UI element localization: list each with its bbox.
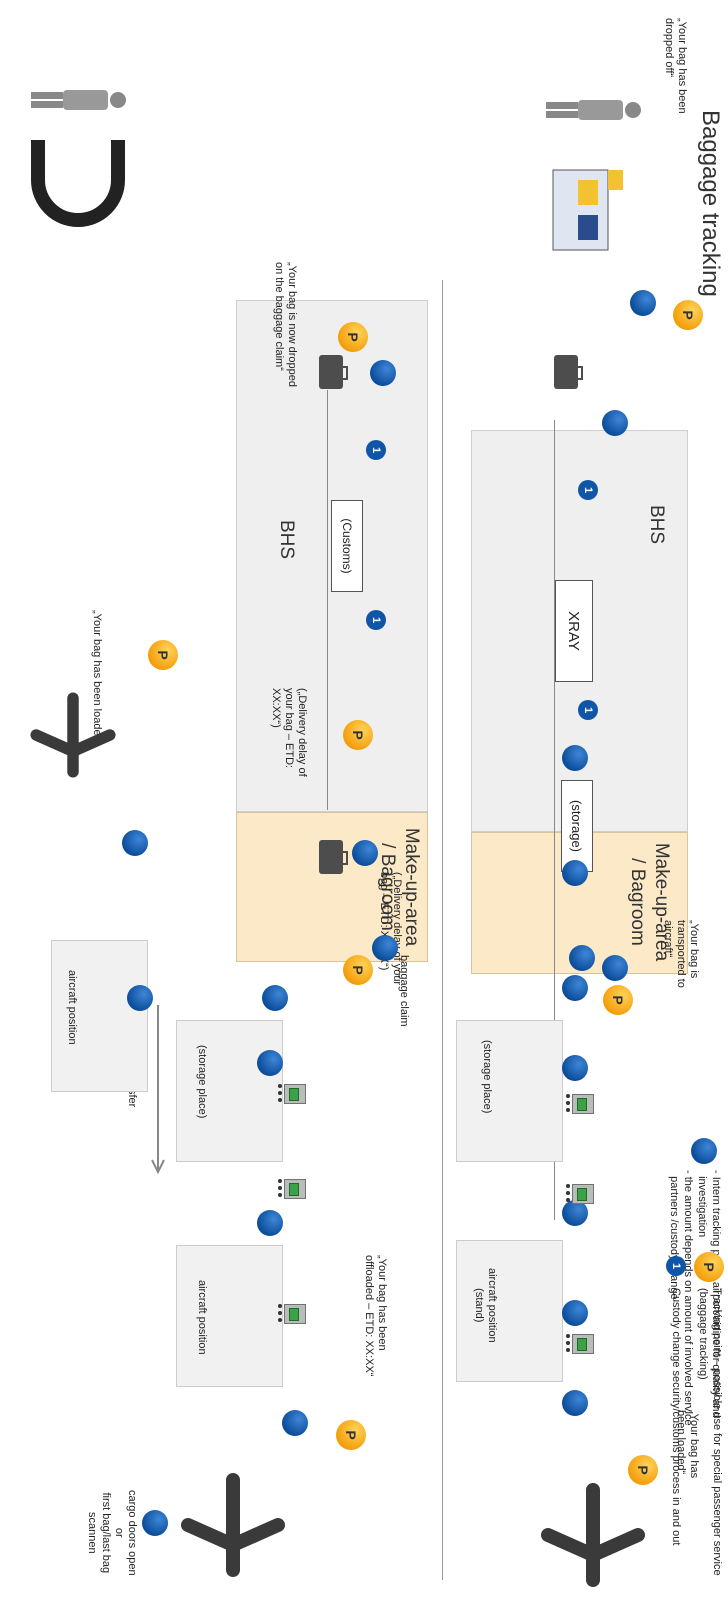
checkin-counter-icon xyxy=(548,165,628,255)
baggage-dolly-icon xyxy=(278,1175,308,1201)
tracking-dot-storage-arrival-in xyxy=(257,1050,283,1076)
suitcase-icon-makeup xyxy=(319,840,343,874)
storage-place-top-label: (storage place) xyxy=(481,1040,493,1114)
tracking-dot-storage-arrival-out xyxy=(257,1210,283,1236)
tracking-dot-makeup xyxy=(569,945,595,971)
passenger-icon-top xyxy=(543,90,643,130)
tracking-dot-stand xyxy=(562,1300,588,1326)
tracking-dot-claim xyxy=(370,360,396,386)
custody-badge-customs-in: 1 xyxy=(366,440,386,460)
storage-box: (storage) xyxy=(561,780,593,872)
airplane-icon-arrival xyxy=(181,1473,285,1577)
transfer-arrow xyxy=(148,1000,168,1180)
suitcase-icon-arrival xyxy=(319,355,343,389)
custody-badge-xray-out: 1 xyxy=(578,700,598,720)
msg-dropped-off: „Your bag has been dropped off“ xyxy=(662,18,688,114)
belt-line-arrival xyxy=(327,390,328,810)
baggage-dolly-icon xyxy=(566,1180,596,1206)
legend-lower-wrap: P Tracking point – possible use for spec… xyxy=(660,1250,726,1600)
tracking-dot-makeup-out xyxy=(562,975,588,1001)
baggage-dolly-icon xyxy=(566,1330,596,1356)
legend-custody-text: Custody change security/customs process … xyxy=(670,1288,682,1546)
customs-box: (Customs) xyxy=(331,500,363,592)
tracking-dot-loaded xyxy=(562,1390,588,1416)
storage-place-bottom-box xyxy=(176,1020,283,1162)
suitcase-icon-top xyxy=(554,355,578,389)
tracking-dot-dropoff xyxy=(630,290,656,316)
p-badge-claim: P xyxy=(338,322,368,352)
p-badge-transported: P xyxy=(603,985,633,1015)
baggage-carousel-icon xyxy=(18,120,138,240)
msg-delay-bhs: („Delivery delay of your bag – ETD: XX:X… xyxy=(269,688,308,777)
baggage-dolly-icon xyxy=(566,1090,596,1116)
legend-dot-symbol xyxy=(691,1138,717,1164)
custody-badge-customs-out: 1 xyxy=(366,610,386,630)
p-badge-delay-claim: P xyxy=(343,955,373,985)
label-baggage-claim: baggage claim xyxy=(398,955,410,1027)
tracking-dot-storage xyxy=(562,745,588,771)
p-badge-dropoff: P xyxy=(673,300,703,330)
tracking-dot-offloaded xyxy=(282,1410,308,1436)
msg-dropped-claim: „Your bag is now dropped on the baggage … xyxy=(272,262,298,387)
aircraft-arrival-label: aircraft position xyxy=(196,1280,208,1355)
tracking-dot-transfer-aircraft xyxy=(122,830,148,856)
tracking-dot-transfer-out xyxy=(127,985,153,1011)
tracking-dot-claim-entry xyxy=(262,985,288,1011)
legend-p-badge: P xyxy=(694,1252,724,1282)
bhs-label-arrival: BHS xyxy=(276,520,297,560)
page-title: Baggage tracking xyxy=(697,110,724,297)
aircraft-transfer-label: aircraft position xyxy=(66,970,78,1045)
baggage-dolly-icon xyxy=(278,1300,308,1326)
bhs-label-departure: BHS xyxy=(646,505,667,545)
storage-place-top-box xyxy=(456,1020,563,1162)
label-cargo-doors: cargo doors open or first bag/last bag s… xyxy=(86,1490,138,1576)
storage-place-bottom-label: (storage place) xyxy=(196,1045,208,1119)
custody-badge-xray-in: 1 xyxy=(578,480,598,500)
baggage-dolly-icon xyxy=(278,1080,308,1106)
xray-box: XRAY xyxy=(555,580,593,682)
tracking-dot-storage-out xyxy=(562,860,588,886)
aircraft-stand-label: aircraft position (stand) xyxy=(472,1268,498,1343)
msg-transported: „Your bag is transported to aircraft“ xyxy=(661,920,700,988)
airplane-icon-transfer xyxy=(30,692,116,778)
legend-custody-badge: 1 xyxy=(666,1256,686,1276)
tracking-dot-makeup-loaded xyxy=(602,955,628,981)
tracking-dot-cargo-doors xyxy=(142,1510,168,1536)
p-badge-delay-bhs: P xyxy=(343,720,373,750)
tracking-dot-storage-place-in xyxy=(562,1055,588,1081)
p-badge-offloaded: P xyxy=(336,1420,366,1450)
airplane-icon-departure xyxy=(541,1483,645,1587)
passenger-icon-bottom xyxy=(28,80,128,120)
aircraft-arrival-box xyxy=(176,1245,283,1387)
section-divider-top xyxy=(442,280,443,1580)
msg-offloaded: „Your bag has been offloaded – ETD: XX:X… xyxy=(362,1255,388,1377)
legend-p-text: Tracking point – possible use for specia… xyxy=(696,1288,723,1576)
p-badge-loaded-transfer: P xyxy=(148,640,178,670)
tracking-dot-bhs-entry xyxy=(602,410,628,436)
tracking-dot-makeup-arrival-2 xyxy=(372,935,398,961)
tracking-dot-makeup-arrival xyxy=(352,840,378,866)
